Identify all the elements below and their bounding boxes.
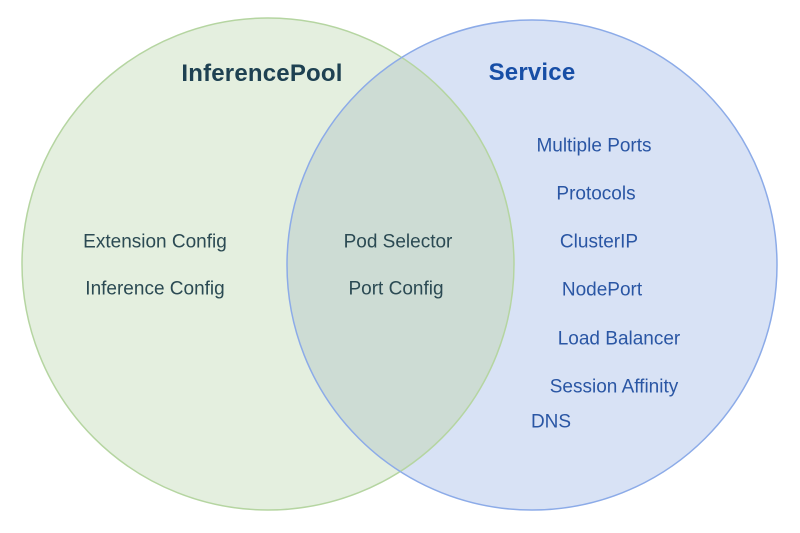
inferencepool-circle-border — [21, 17, 515, 511]
item-port-config: Port Config — [348, 278, 444, 300]
item-inference-config: Inference Config — [85, 278, 225, 300]
item-nodeport: NodePort — [561, 279, 643, 301]
item-session-affinity: Session Affinity — [549, 376, 679, 398]
item-multiple-ports: Multiple Ports — [536, 135, 652, 157]
overlap-region — [287, 20, 514, 510]
service-circle-border — [286, 19, 778, 511]
item-protocols: Protocols — [556, 183, 636, 205]
item-load-balancer: Load Balancer — [557, 328, 681, 350]
inferencepool-title: InferencePool — [181, 60, 343, 87]
item-extension-config: Extension Config — [83, 231, 227, 253]
item-dns: DNS — [530, 411, 572, 433]
service-title: Service — [488, 59, 576, 86]
item-clusterip: ClusterIP — [559, 231, 639, 253]
item-pod-selector: Pod Selector — [343, 231, 453, 253]
